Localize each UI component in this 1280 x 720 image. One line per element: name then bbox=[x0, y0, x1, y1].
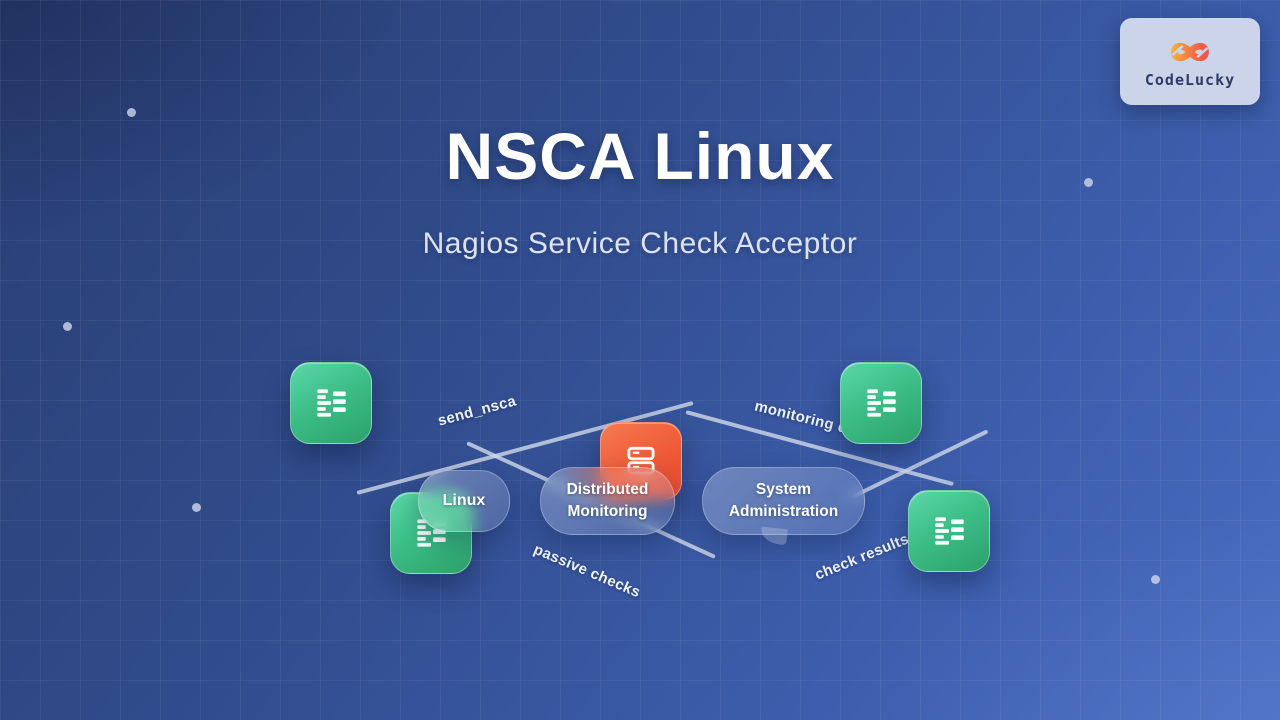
background-dot bbox=[1151, 575, 1160, 584]
node-label-text: System bbox=[755, 480, 812, 498]
node-label-system-administration: System Administration bbox=[702, 467, 865, 546]
background-dot bbox=[63, 322, 72, 331]
infinity-icon bbox=[1171, 42, 1209, 61]
node-label-text: Distributed bbox=[566, 480, 649, 498]
node-tile-top-left bbox=[290, 362, 372, 444]
background-dot bbox=[1084, 178, 1093, 187]
node-label-text: Linux bbox=[442, 492, 486, 510]
page-subtitle: Nagios Service Check Acceptor bbox=[422, 227, 858, 260]
list-icon bbox=[317, 389, 346, 417]
node-tile-bottom-right bbox=[908, 490, 990, 572]
node-label-linux: Linux bbox=[418, 470, 510, 532]
node-label-text: Administration bbox=[728, 503, 839, 520]
brand-name: CodeLucky bbox=[1144, 70, 1236, 89]
page-title: NSCA Linux bbox=[445, 119, 835, 193]
node-label-distributed-monitoring: Distributed Monitoring bbox=[540, 467, 675, 535]
background-dot bbox=[192, 503, 201, 512]
node-label-text: Monitoring bbox=[567, 503, 648, 520]
brand-card: CodeLucky bbox=[1120, 18, 1260, 105]
node-tile-top-right bbox=[840, 362, 922, 444]
background-dot bbox=[127, 108, 136, 117]
list-icon bbox=[867, 389, 896, 417]
list-icon bbox=[935, 517, 964, 545]
